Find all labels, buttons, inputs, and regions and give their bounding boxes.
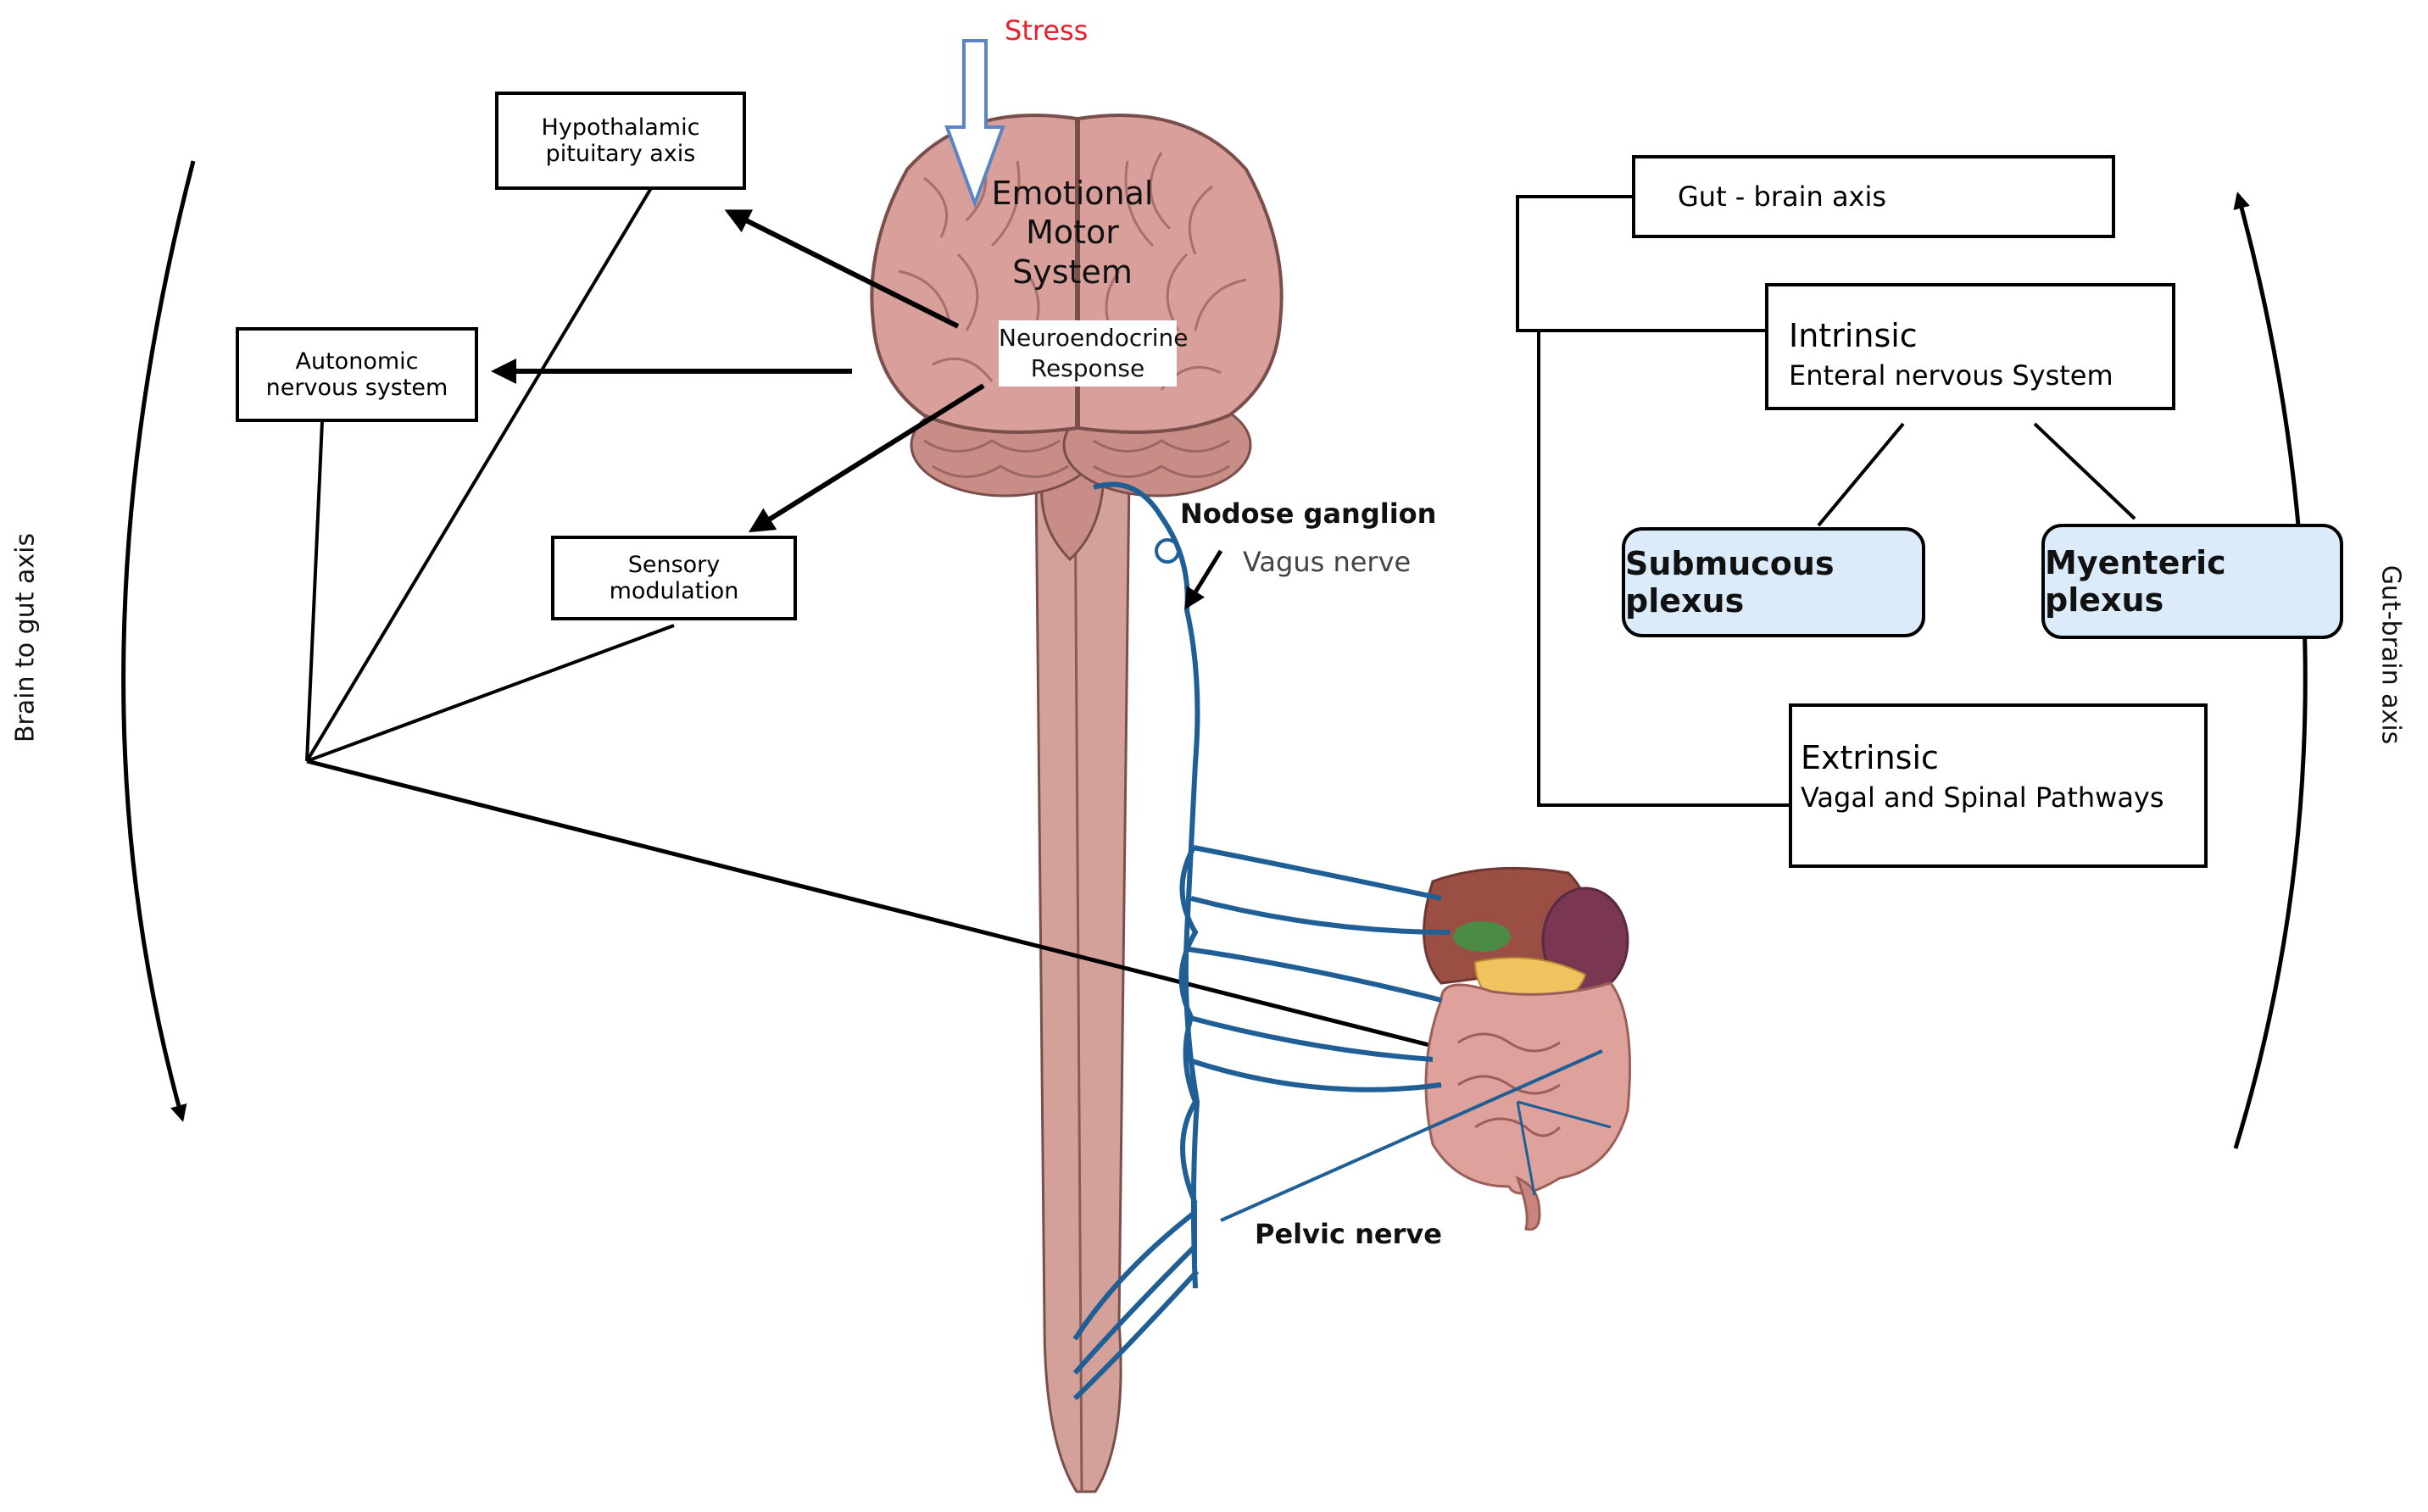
line-from-hpa (305, 186, 653, 763)
intrinsic-subtitle: Enteral nervous System (1789, 359, 2113, 392)
arrow-to-sensory (748, 383, 985, 533)
right-panel-connectors (1516, 195, 2136, 807)
stress-label: Stress (1005, 14, 1089, 47)
vagus-nerve-label: Vagus nerve (1243, 546, 1412, 578)
gut-brain-axis-box: Gut - brain axis (1632, 155, 2115, 238)
myenteric-plexus-label: Myenteric plexus (2045, 544, 2226, 619)
arrow-to-hpa (724, 209, 960, 329)
response-line-2: Response (1030, 354, 1145, 382)
submucous-plexus-label: Submucous plexus (1625, 545, 1835, 620)
extrinsic-title: Extrinsic (1801, 739, 1939, 776)
ans-box: Autonomic nervous system (236, 327, 478, 422)
extrinsic-box: Extrinsic Vagal and Spinal Pathways (1789, 703, 2208, 868)
gut-to-brain-arc (2233, 192, 2308, 1149)
arrow-to-gut (306, 759, 1484, 1065)
submucous-plexus-box: Submucous plexus (1622, 527, 1925, 637)
brain-label-line-2: Motor (1026, 214, 1119, 252)
brain-to-gut-axis-label: Brain to gut axis (10, 532, 41, 743)
line-from-sensory (306, 624, 675, 763)
hpa-line-1: Hypothalamic (541, 114, 700, 141)
hpa-line-2: pituitary axis (545, 141, 696, 167)
brain-label-line-3: System (1012, 253, 1133, 291)
sensory-box: Sensory modulation (551, 536, 797, 620)
gut-organs-illustration (1423, 866, 1631, 1231)
brain-label-line-1: Emotional (991, 175, 1154, 212)
emotional-motor-system-label: Emotional Motor System (975, 174, 1170, 292)
nerve-network (1072, 481, 1612, 1401)
pelvic-nerve-label: Pelvic nerve (1255, 1218, 1442, 1250)
neuroendocrine-response-label: Neuroendocrine Response (999, 320, 1189, 386)
line-from-ans (305, 420, 324, 762)
stress-arrow (944, 39, 1005, 208)
intrinsic-box: Intrinsic Enteral nervous System (1765, 283, 2175, 410)
brain-to-gut-arc (121, 160, 196, 1122)
spinal-cord (1034, 473, 1131, 1493)
ans-line-1: Autonomic (295, 348, 419, 375)
gut-brain-axis-side-label: Gut-brain axis (2375, 564, 2406, 745)
sensory-line-1: Sensory (627, 552, 721, 578)
gut-brain-axis-label: Gut - brain axis (1678, 181, 1887, 213)
arrow-to-vagus (1184, 549, 1223, 610)
extrinsic-subtitle: Vagal and Spinal Pathways (1801, 781, 2164, 814)
ans-line-2: nervous system (265, 375, 448, 401)
response-line-1: Neuroendocrine (999, 323, 1189, 352)
intrinsic-title: Intrinsic (1789, 317, 1918, 354)
hpa-box: Hypothalamic pituitary axis (495, 92, 746, 190)
myenteric-plexus-box: Myenteric plexus (2041, 524, 2343, 639)
nodose-ganglion-label: Nodose ganglion (1180, 498, 1437, 530)
sensory-line-2: modulation (609, 578, 739, 604)
